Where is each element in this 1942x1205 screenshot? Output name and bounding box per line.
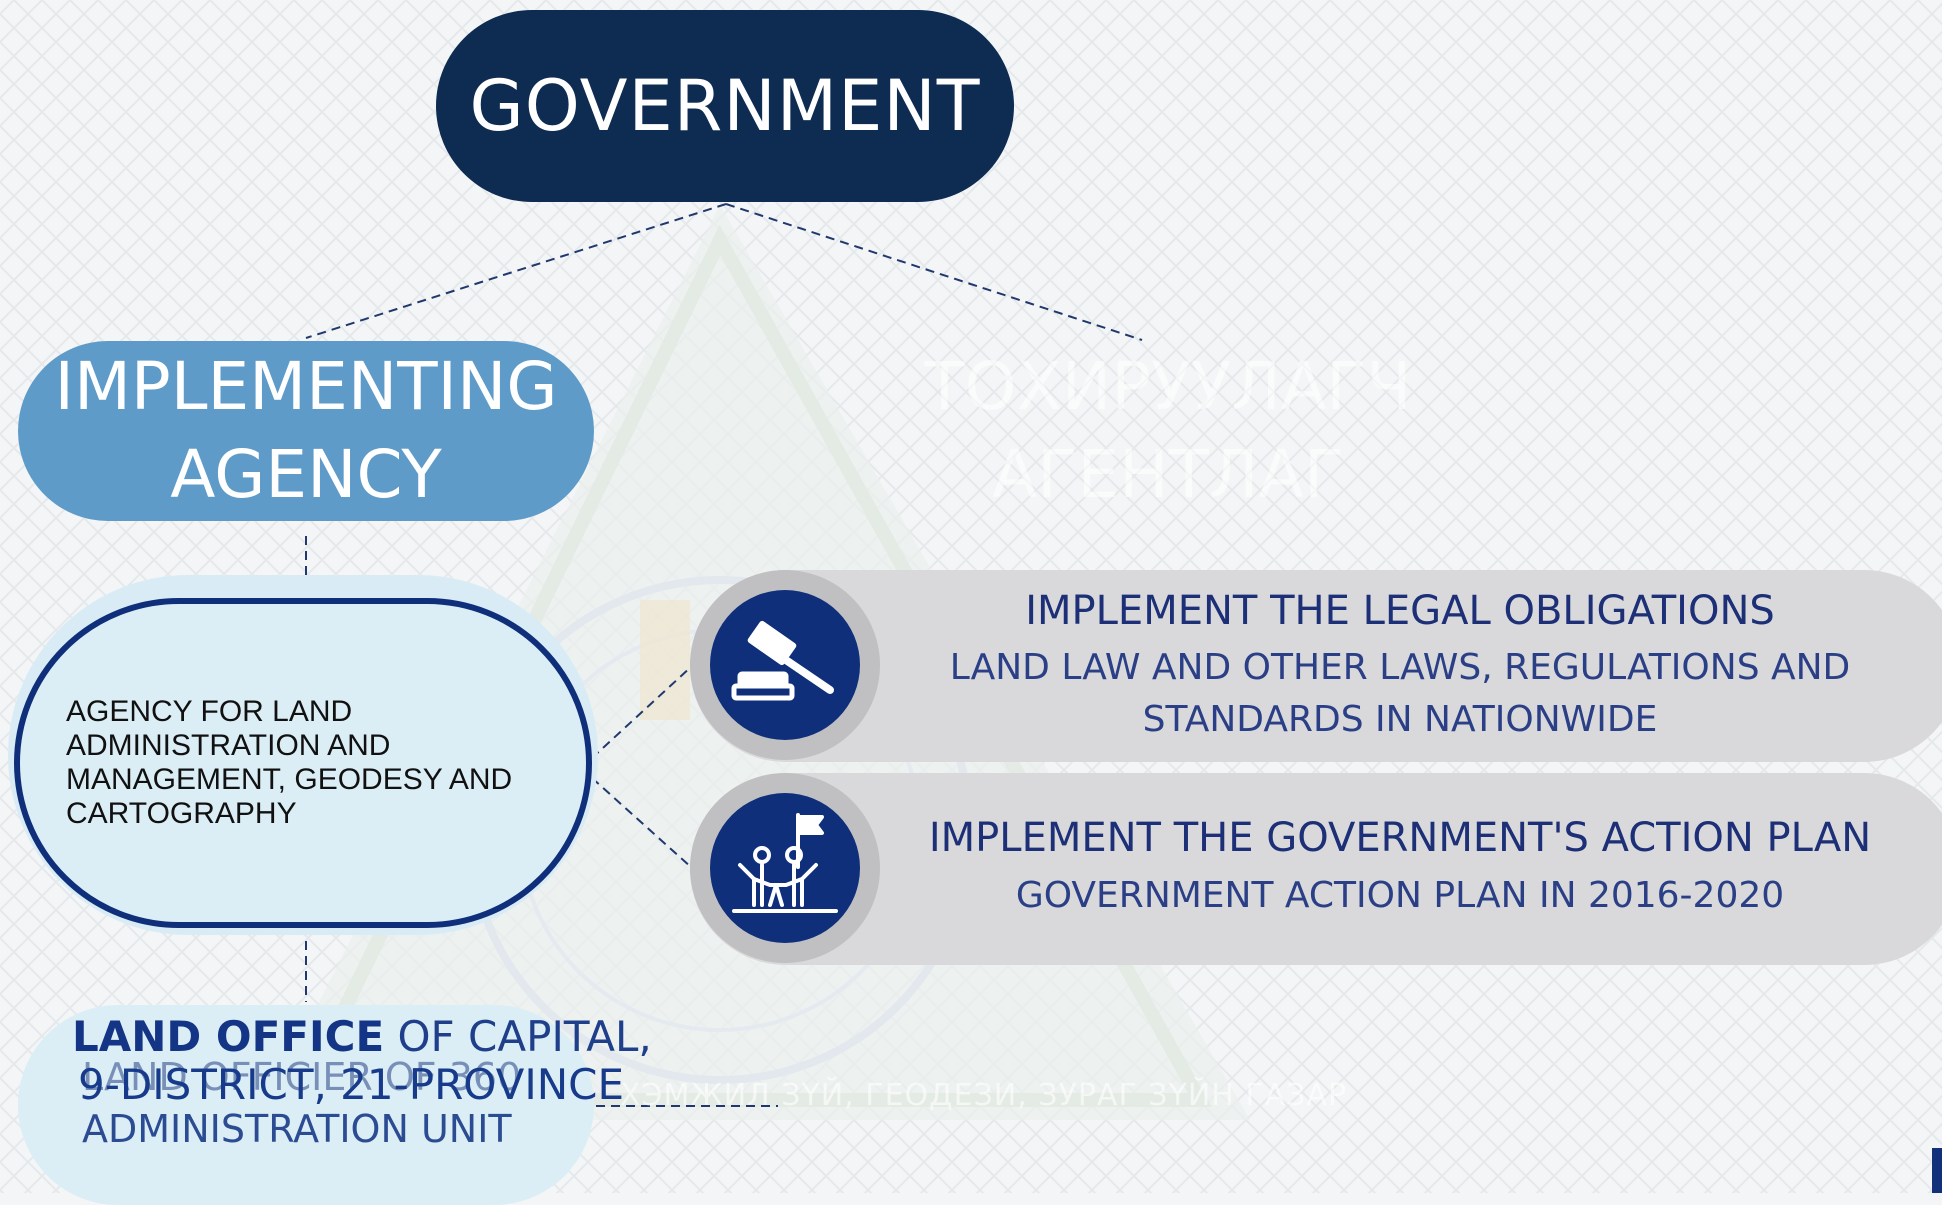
card2-sub1: GOVERNMENT ACTION PLAN IN 2016-2020 bbox=[1015, 875, 1785, 916]
government-label: GOVERNMENT bbox=[469, 65, 981, 147]
land-office-rest: OF CAPITAL, bbox=[384, 1012, 652, 1061]
corner-accent bbox=[1932, 1148, 1942, 1193]
card1-icon-core bbox=[710, 590, 860, 740]
land-office-text: LAND OFFICE OF CAPITAL, 9-DISTRICT, 21-P… bbox=[72, 1013, 652, 1109]
land-officer-bold: LAND OFFICIER bbox=[82, 1055, 373, 1099]
gavel-icon bbox=[731, 620, 834, 701]
agency-line2: ADMINISTRATION AND bbox=[66, 729, 391, 762]
implementing-agency-line2: AGENCY bbox=[170, 436, 442, 513]
implementing-agency-line1: IMPLEMENTING bbox=[54, 348, 558, 425]
government-node: GOVERNMENT bbox=[436, 10, 1014, 202]
implementing-agency-node: IMPLEMENTING AGENCY bbox=[18, 341, 594, 521]
land-officer-text: LAND OFFICIER OF 360 ADMINISTRATION UNIT bbox=[82, 1055, 521, 1151]
agency-node: AGENCY FOR LAND ADMINISTRATION AND MANAG… bbox=[14, 598, 592, 928]
regulatory-agency-line2: АГЕНТЛАГ bbox=[991, 436, 1345, 513]
land-office-bold: LAND OFFICE bbox=[72, 1012, 385, 1061]
agency-line1: AGENCY FOR LAND bbox=[66, 695, 353, 728]
card2-icon-ring bbox=[690, 773, 880, 963]
card2-title: IMPLEMENT THE GOVERNMENT'S ACTION PLAN bbox=[928, 815, 1872, 861]
regulatory-agency-line1: ТОХИРУУЛАГЧ bbox=[924, 348, 1412, 425]
card1-sub2: STANDARDS IN NATIONWIDE bbox=[1142, 699, 1658, 740]
land-officer-rest: OF 360 bbox=[372, 1055, 522, 1099]
card2-icon-core bbox=[710, 793, 860, 943]
card1-title: IMPLEMENT THE LEGAL OBLIGATIONS bbox=[1025, 588, 1775, 634]
card1-sub1: LAND LAW AND OTHER LAWS, REGULATIONS AND bbox=[949, 647, 1851, 688]
regulatory-agency-node: ТОХИРУУЛАГЧ АГЕНТЛАГ bbox=[880, 341, 1456, 521]
land-officer-line2: ADMINISTRATION UNIT bbox=[82, 1107, 512, 1151]
card1-icon-ring bbox=[690, 570, 880, 760]
land-office-line2: 9-DISTRICT, 21-PROVINCE bbox=[78, 1060, 624, 1109]
team-flag-icon bbox=[732, 813, 838, 913]
action-plan-card bbox=[690, 773, 1942, 965]
agency-line3: MANAGEMENT, GEODESY AND bbox=[66, 763, 513, 796]
legal-obligations-card bbox=[690, 570, 1942, 762]
agency-line4: CARTOGRAPHY bbox=[66, 797, 297, 830]
watermark-caption: ХЭМЖИЛ ЗҮЙ, ГЕОДЕЗИ, ЗУРАГ ЗҮЙН ГАЗАР bbox=[620, 1078, 1348, 1113]
land-office-node bbox=[18, 1005, 594, 1205]
